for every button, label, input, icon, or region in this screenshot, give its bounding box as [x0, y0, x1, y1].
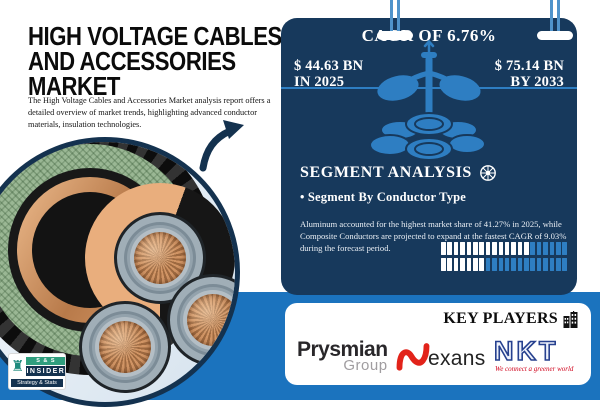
end-value: $ 75.14 BN — [494, 58, 564, 74]
publisher-initials: S & S — [26, 357, 66, 365]
market-value-2033: $ 75.14 BN BY 2033 — [495, 58, 564, 90]
segment-analysis-header: SEGMENT ANALYSIS — [300, 164, 497, 182]
curved-arrow-icon — [199, 120, 244, 172]
nexans-logo: exans — [395, 340, 486, 372]
start-value: $ 44.63 BN — [294, 58, 364, 74]
cable-cross-section-photo — [0, 137, 240, 407]
rope-pin-right — [537, 31, 573, 40]
key-players-logos: Prysmian Group exans NKT We connect a gr… — [297, 333, 579, 379]
rope-pin-left — [377, 31, 413, 40]
publisher-name: INSIDER — [26, 366, 66, 376]
market-value-2025: $ 44.63 BN IN 2025 — [294, 58, 363, 90]
page-title: HIGH VOLTAGE CABLES AND ACCESSORIES MARK… — [28, 21, 282, 102]
stats-panel: CAGR OF 6.76% $ 44.63 BN IN 2025 $ 75.14… — [281, 18, 577, 295]
publisher-tagline: Strategy & Stats — [11, 378, 63, 387]
cagr-value: CAGR OF 6.76% — [361, 26, 497, 45]
prysmian-group-label: Group — [343, 357, 388, 374]
hanging-rope-left — [390, 0, 400, 38]
page-description: The High Voltage Cables and Accessories … — [28, 96, 271, 130]
key-players-title: KEY PLAYERS — [443, 310, 558, 327]
key-players-header: KEY PLAYERS — [443, 310, 578, 328]
end-year: BY 2033 — [510, 74, 564, 91]
segment-description: Aluminum accounted for the highest marke… — [300, 218, 567, 253]
cable-core — [167, 274, 235, 366]
prysmian-wordmark: Prysmian — [297, 338, 388, 361]
segment-analysis-title: SEGMENT ANALYSIS — [300, 164, 472, 181]
nexans-wordmark: exans — [428, 347, 486, 370]
publisher-logo: ♜ S & S INSIDER Strategy & Stats — [8, 353, 66, 390]
prysmian-logo: Prysmian Group — [297, 339, 388, 373]
balance-scale-coins-icon — [369, 40, 486, 161]
bar-decoration — [440, 242, 567, 274]
segmented-wheel-icon — [479, 165, 496, 181]
nkt-logo: NKT We connect a greener world — [493, 336, 579, 376]
nexans-n-icon — [396, 343, 430, 371]
hanging-rope-right — [550, 0, 560, 38]
chess-rook-icon: ♜ — [11, 357, 25, 375]
cable-core — [79, 301, 171, 393]
building-icon — [563, 310, 578, 328]
start-year: IN 2025 — [294, 74, 345, 91]
nkt-tagline: We connect a greener world — [495, 365, 574, 373]
key-players-card: KEY PLAYERS Prysmian Group — [285, 303, 591, 385]
segment-heading: • Segment By Conductor Type — [300, 190, 467, 204]
nkt-wordmark: NKT We connect a greener world — [493, 336, 574, 373]
cable-core — [114, 212, 206, 304]
nkt-letters: NKT — [494, 336, 559, 366]
